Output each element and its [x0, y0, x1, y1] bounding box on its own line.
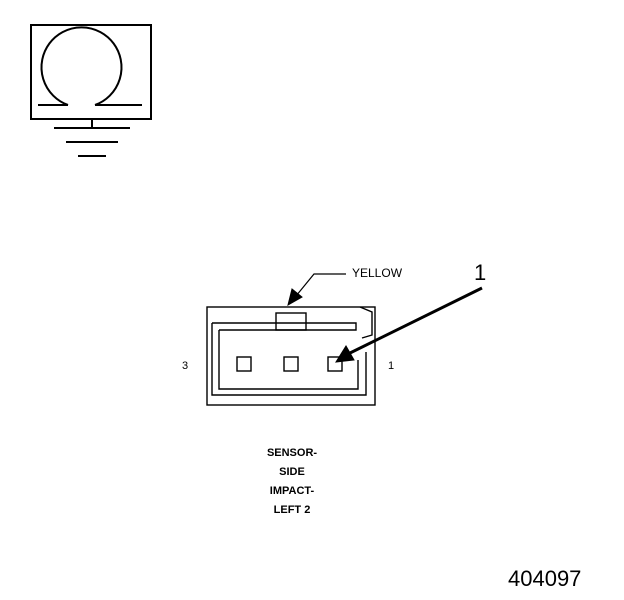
caption-line: LEFT 2 [273, 504, 311, 516]
wire-color-label: YELLOW [352, 266, 403, 280]
pin-cavity-3 [236, 356, 252, 372]
wire-color-leader [287, 273, 346, 307]
ground-omega-icon [30, 24, 152, 157]
caption-line: SIDE [279, 466, 305, 478]
pin-cavity-2 [283, 356, 299, 372]
pin-cavity-1 [327, 356, 343, 372]
pin-number-right: 1 [388, 360, 395, 372]
callout-number: 1 [474, 260, 487, 285]
connector-body [206, 306, 376, 406]
connector-caption: SENSOR- SIDE IMPACT- LEFT 2 [232, 444, 352, 520]
pin-number-left: 3 [182, 360, 189, 372]
caption-line: SENSOR- [266, 447, 318, 459]
caption-line: IMPACT- [269, 485, 315, 497]
figure-number: 404097 [508, 566, 582, 591]
callout-arrow [335, 286, 483, 363]
